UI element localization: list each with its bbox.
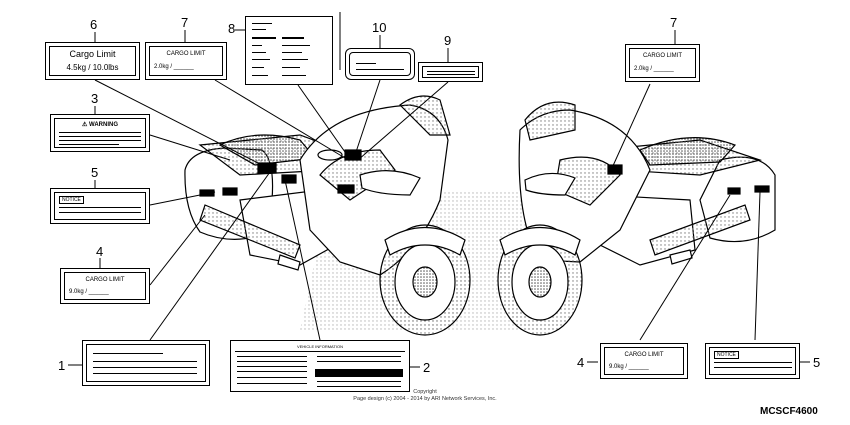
callout-9: 9 [444, 33, 452, 48]
copyright-text: Copyright Page design (c) 2004 - 2014 by… [300, 389, 550, 403]
label-7-left-title: CARGO LIMIT [166, 51, 206, 57]
label-5-notice-left: NOTICE [50, 188, 150, 224]
diagram-code: MCSCF4600 [760, 406, 818, 417]
callout-4-right: 4 [577, 355, 585, 370]
label-7-right-title: CARGO LIMIT [642, 53, 682, 59]
copyright-line-2: Page design (c) 2004 - 2014 by ARI Netwo… [353, 396, 497, 402]
callout-10: 10 [372, 20, 387, 35]
label-3-warning: ⚠ WARNING [50, 114, 150, 152]
label-4-left-value: 9.0kg / ______ [69, 289, 109, 295]
callout-7-left: 7 [181, 15, 189, 30]
callout-6: 6 [90, 17, 98, 32]
callout-2: 2 [423, 360, 431, 375]
callout-8: 8 [228, 21, 236, 36]
label-1 [82, 340, 210, 386]
label-5-left-title: NOTICE [59, 196, 84, 204]
label-6-value: 4.5kg / 10.0lbs [66, 63, 119, 72]
label-7-left-value: 2.0kg / ______ [154, 64, 194, 70]
callout-1: 1 [58, 358, 66, 373]
label-4-right-value: 9.0kg / ______ [609, 364, 649, 370]
label-10 [345, 48, 415, 80]
label-cargo-limit-7-right: CARGO LIMIT 2.0kg / ______ [625, 44, 700, 82]
label-9 [418, 62, 483, 82]
callout-3: 3 [91, 91, 99, 106]
label-4-right-title: CARGO LIMIT [624, 352, 664, 358]
label-2-title: VEHICLE INFORMATION [297, 344, 343, 349]
motorcycle-right [497, 101, 776, 336]
label-4-left-title: CARGO LIMIT [85, 277, 125, 283]
label-2-vehicle-info: VEHICLE INFORMATION [230, 340, 410, 392]
callout-7-right: 7 [670, 15, 678, 30]
callout-4-left: 4 [96, 244, 104, 259]
callout-5-left: 5 [91, 165, 99, 180]
label-cargo-limit-7-left: CARGO LIMIT 2.0kg / ______ [145, 42, 227, 80]
motorcycle-left [184, 95, 471, 336]
label-7-right-value: 2.0kg / ______ [634, 66, 674, 72]
leader-lines [68, 12, 810, 368]
label-8-info-sheet [245, 16, 333, 85]
label-cargo-limit-4-right: CARGO LIMIT 9.0kg / ______ [600, 343, 688, 379]
callout-5-right: 5 [813, 355, 821, 370]
label-3-title: ⚠ WARNING [81, 122, 119, 128]
label-5-notice-right: NOTICE [705, 343, 800, 379]
label-5-right-title: NOTICE [714, 351, 739, 359]
label-cargo-limit-6: Cargo Limit 4.5kg / 10.0lbs [45, 42, 140, 80]
label-6-title: Cargo Limit [69, 49, 116, 59]
label-cargo-limit-4-left: CARGO LIMIT 9.0kg / ______ [60, 268, 150, 304]
copyright-line-1: Copyright [413, 389, 437, 395]
